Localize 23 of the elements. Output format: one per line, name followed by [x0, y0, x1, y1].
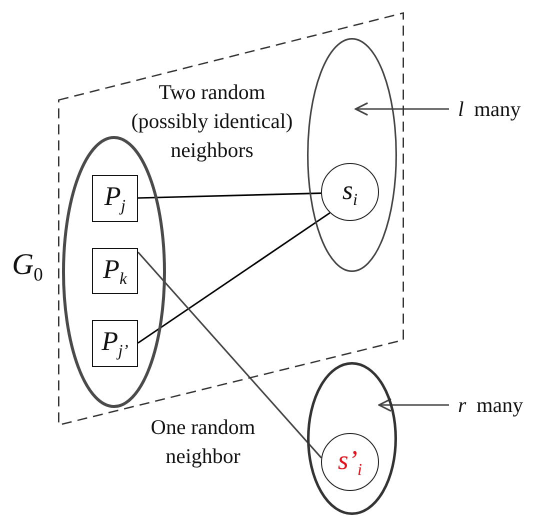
variable-label: P$_{j}$	[104, 183, 126, 214]
variable-label: s’$_{i}$	[338, 446, 362, 478]
annotation-text: One random neighbor	[150, 414, 256, 470]
set-ellipse	[307, 38, 397, 272]
set-ellipse	[307, 362, 397, 515]
set-ellipse	[62, 136, 166, 408]
variable-label: P$_{j’}$	[102, 328, 128, 359]
variable-box	[92, 248, 138, 294]
node-circle	[321, 433, 379, 491]
multiplicity-label: l many	[458, 95, 521, 123]
variable-label: s$_{i}$	[342, 176, 358, 208]
variable-label: P$_{k}$	[103, 256, 127, 286]
multiplicity-label: r many	[458, 391, 524, 419]
connector-line	[137, 252, 322, 458]
variable-box	[92, 175, 138, 222]
arrow	[354, 102, 449, 116]
graph-label: G$_{0}$	[12, 250, 43, 280]
variable-box	[92, 320, 138, 367]
connector-line	[138, 192, 322, 199]
node-circle	[321, 163, 379, 221]
connector-line	[138, 212, 330, 344]
annotation-text: Two random (possibly identical) neighbors	[130, 79, 294, 164]
arrow	[378, 398, 449, 412]
